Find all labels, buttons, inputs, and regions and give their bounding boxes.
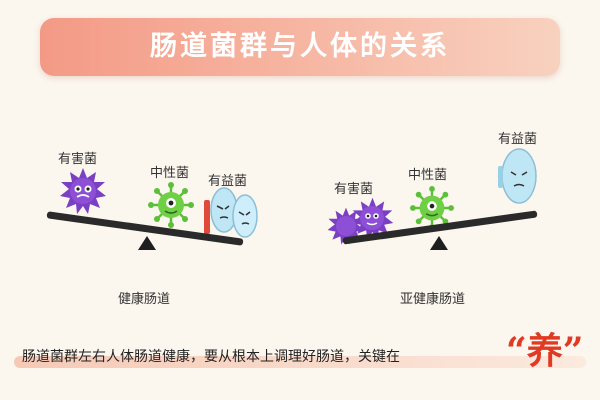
beneficial-bacteria-label: 有益菌 (208, 174, 248, 189)
harmful-bacteria-icon (60, 168, 106, 214)
healthy-gut-caption: 健康肠道 (118, 292, 171, 307)
slogan-underline (14, 356, 586, 368)
beneficial-bacteria-label: 有益菌 (498, 132, 538, 147)
slogan-emphasis: “养” (506, 330, 584, 372)
beneficial-bacteria-icon (498, 148, 537, 204)
neutral-bacteria-icon (148, 182, 194, 228)
slogan-highlight (14, 342, 586, 368)
page-title: 肠道菌群与人体的关系 (150, 31, 450, 62)
harmful-bacteria-label: 有害菌 (58, 152, 98, 167)
neutral-bacteria-label: 中性菌 (408, 168, 448, 183)
slogan-text: 肠道菌群左右人体肠道健康，要从根本上调理好肠道，关键在 (22, 349, 400, 365)
harmful-bacteria-icon (327, 197, 394, 245)
seesaw-pivot (138, 236, 156, 250)
seesaw-pivot (430, 236, 448, 250)
neutral-bacteria-label: 中性菌 (150, 166, 190, 181)
beneficial-bacteria-icon (204, 187, 258, 238)
title-banner: 肠道菌群与人体的关系 (40, 18, 560, 76)
harmful-bacteria-label: 有害菌 (334, 182, 374, 197)
neutral-bacteria-icon (410, 186, 454, 230)
subhealthy-gut-caption: 亚健康肠道 (400, 292, 466, 307)
